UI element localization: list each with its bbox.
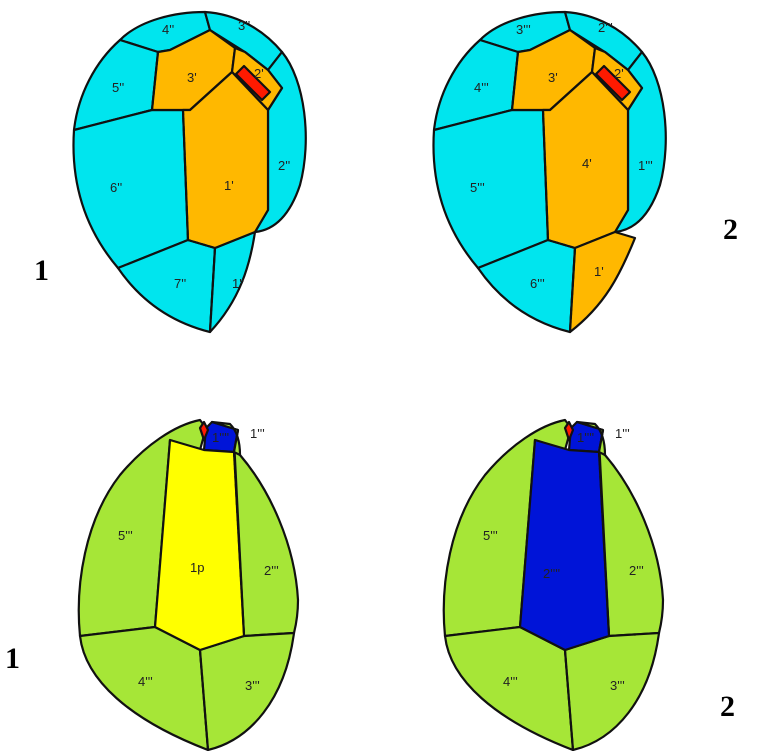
epitheca-figure-1: 4'' 3'' 5'' 3' 2' 6'' 1' 2'' 7'' 1'' [72, 10, 307, 334]
plate-3ppp-c [198, 631, 296, 751]
label-2pp: 2'' [278, 158, 290, 173]
plate-1p-b [568, 230, 637, 334]
cingulum-dashes-1 [182, 109, 216, 333]
apical-pore-b [594, 64, 632, 102]
hypotheca-figure-2: 1'''' 1''' 5''' 2'''' 2''' 4''' 3''' [442, 418, 665, 751]
sulcus-dashes-c2 [199, 649, 209, 751]
cingulum-dashes-2 [151, 51, 159, 111]
figure-number-bottom-right: 2 [720, 690, 735, 723]
label-1p-b: 1' [594, 264, 604, 279]
plate-2pppp-d [518, 438, 611, 652]
cingulum-dashes-b1 [542, 109, 576, 333]
plate-1p-c [153, 438, 246, 652]
label-3ppp: 3''' [516, 22, 531, 37]
plate-3ppp-d [563, 631, 661, 751]
plate-2ppp-d [597, 438, 665, 638]
label-2p-b: 2' [614, 66, 624, 81]
apical-pore [234, 64, 272, 102]
label-3ppp-d: 3''' [610, 678, 625, 693]
label-5ppp-c: 5''' [118, 528, 133, 543]
figure-number-bottom-left: 1 [5, 642, 20, 675]
label-1pppp-c: 1'''' [212, 430, 229, 445]
label-5ppp-d: 5''' [483, 528, 498, 543]
figure-number-top-right: 2 [723, 213, 738, 246]
plate-5ppp [432, 108, 550, 270]
label-7pp: 7'' [174, 276, 186, 291]
label-1pppp-d: 1'''' [577, 430, 594, 445]
label-2pppp-d: 2'''' [543, 566, 560, 581]
label-1pp: 1'' [232, 276, 244, 291]
label-6pp: 6'' [110, 180, 122, 195]
label-1ppp-d: 1''' [615, 426, 630, 441]
label-2ppp-d: 2''' [629, 563, 644, 578]
cingulum-dashes-b2 [511, 51, 519, 111]
plate-1ppp-d [575, 420, 607, 457]
label-2ppp: 2''' [598, 20, 613, 35]
figure-number-top-left: 1 [34, 254, 49, 287]
plate-1pp [208, 230, 257, 334]
label-4ppp: 4''' [474, 80, 489, 95]
label-3ppp-c: 3''' [245, 678, 260, 693]
hypotheca-figure-1: 1'''' 1''' 5''' 1p 2''' 4''' 3''' [77, 418, 300, 751]
label-1ppp: 1''' [638, 158, 653, 173]
label-1ppp-c: 1''' [250, 426, 265, 441]
label-4ppp-c: 4''' [138, 674, 153, 689]
plate-2ppp-c [232, 438, 300, 638]
epitheca-figure-2: 3''' 2''' 4''' 3' 2' 5''' 4' 1''' 6''' 1… [432, 10, 667, 334]
plate-6pp [72, 108, 190, 270]
label-6ppp: 6''' [530, 276, 545, 291]
label-4pp: 4'' [162, 22, 174, 37]
sulcus-dashes-d1 [598, 451, 610, 637]
apical-pore-c [198, 420, 210, 442]
label-5pp: 5'' [112, 80, 124, 95]
label-4p-b: 4' [582, 156, 592, 171]
label-1p: 1' [224, 178, 234, 193]
label-1p-c: 1p [190, 560, 204, 575]
label-2p: 2' [254, 66, 264, 81]
sulcus-dashes-c1 [233, 451, 245, 637]
label-5ppp: 5''' [470, 180, 485, 195]
label-3p-b: 3' [548, 70, 558, 85]
label-3p: 3' [187, 70, 197, 85]
sulcus-dashes-d2 [564, 649, 574, 751]
label-4ppp-d: 4''' [503, 674, 518, 689]
label-2ppp-c: 2''' [264, 563, 279, 578]
label-3pp: 3'' [238, 18, 250, 33]
apical-pore-d [563, 420, 575, 442]
plate-1ppp-c [210, 420, 242, 457]
